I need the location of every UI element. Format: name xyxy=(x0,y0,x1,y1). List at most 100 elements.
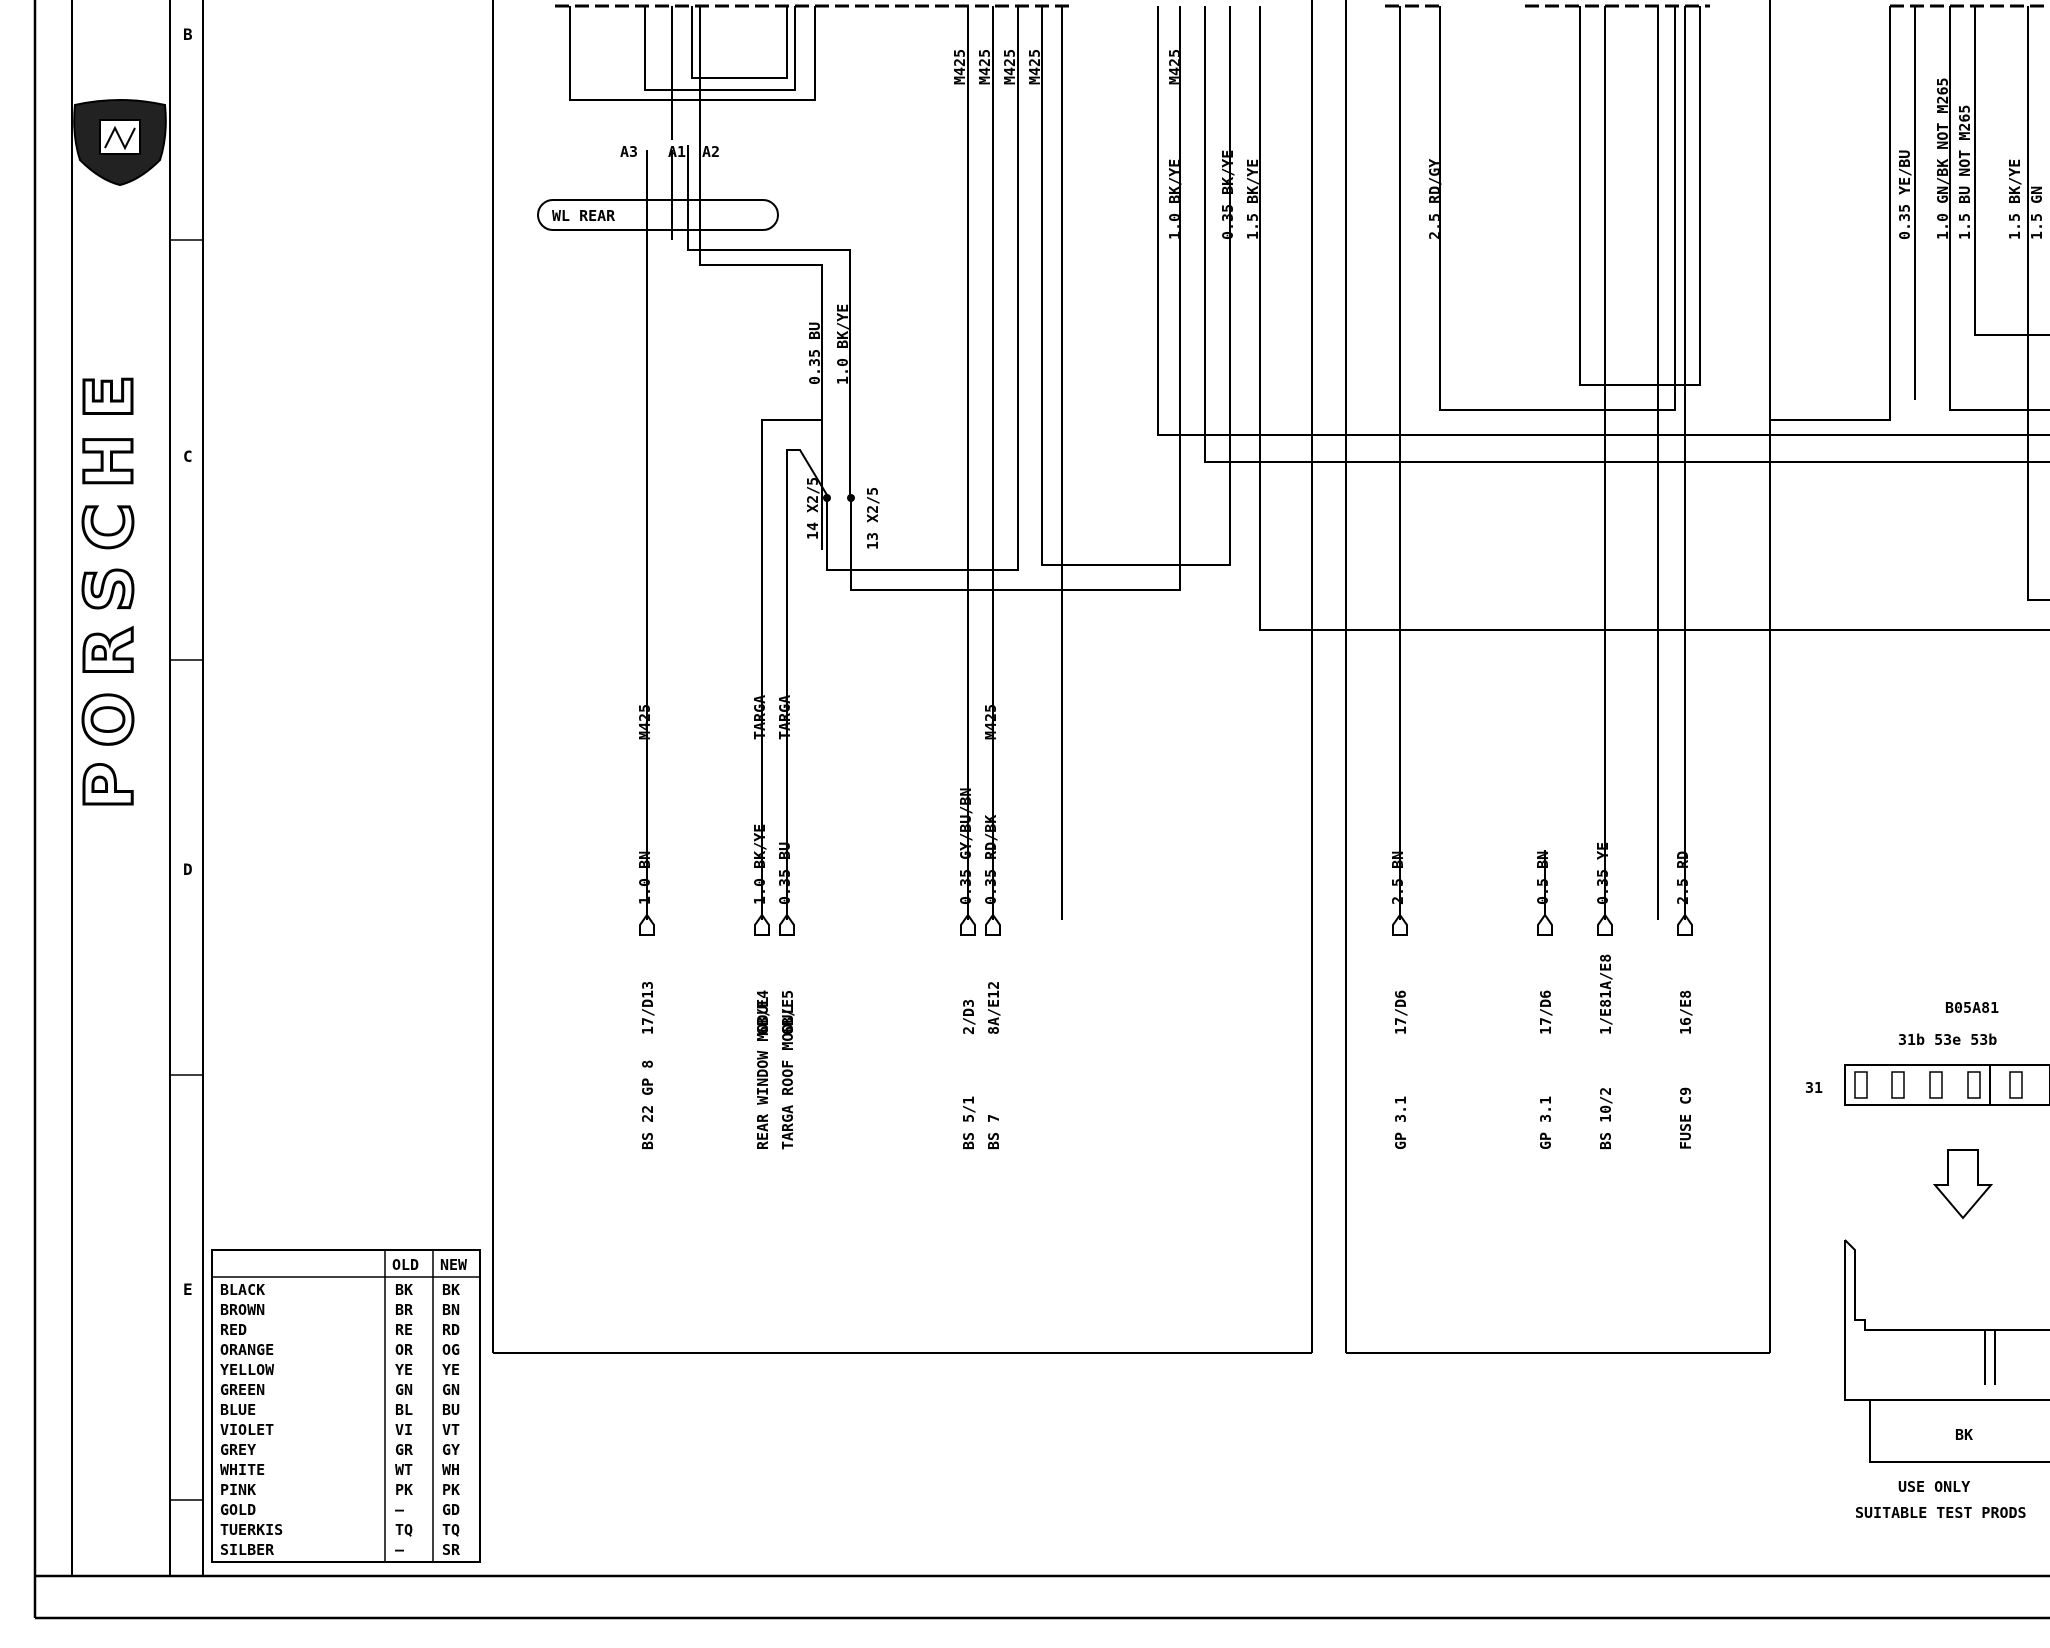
terminal-icon xyxy=(754,913,770,936)
wire-destination: BS 7 xyxy=(985,1114,1003,1150)
color-old: YE xyxy=(395,1361,413,1379)
wire-option: M425 xyxy=(636,704,654,740)
wire-spec: 0.35 GY/BU/BN xyxy=(957,788,975,905)
wire-destination: TARGA ROOF MODUL xyxy=(779,1006,797,1151)
porsche-crest-icon xyxy=(73,99,167,187)
color-new: GN xyxy=(442,1381,460,1399)
wl-rear-label: WL REAR xyxy=(552,207,616,225)
color-name: GREEN xyxy=(220,1381,265,1399)
wire-terminal: 16/E8 xyxy=(1677,990,1695,1035)
color-new: BU xyxy=(442,1401,460,1419)
wire-destination: GP 3.1 xyxy=(1537,1096,1555,1150)
connector-note1: USE ONLY xyxy=(1898,1478,1970,1496)
top-label-1: M425 xyxy=(951,49,969,85)
color-name: RED xyxy=(220,1321,247,1339)
color-old: OR xyxy=(395,1341,414,1359)
arrow-down-icon xyxy=(1932,1149,1994,1220)
vlabel-9: 1.5 BU NOT M265 xyxy=(1956,105,1974,240)
relay-region xyxy=(761,6,2050,920)
color-old: WT xyxy=(395,1461,413,1479)
wire-destination: BS 10/2 xyxy=(1597,1087,1615,1150)
label-a1: A1 xyxy=(668,143,686,161)
harness-left xyxy=(569,6,851,920)
color-new: RD xyxy=(442,1321,460,1339)
color-old: RE xyxy=(395,1321,413,1339)
color-new: BN xyxy=(442,1301,460,1319)
vlabel-1: 0.35 BU xyxy=(806,322,824,385)
wire-destination: FUSE C9 xyxy=(1677,1087,1695,1150)
color-name: YELLOW xyxy=(220,1361,275,1379)
color-new: PK xyxy=(442,1481,460,1499)
terminal-icon xyxy=(1537,913,1553,936)
wire-terminal: 6B/E5 xyxy=(779,990,797,1035)
label-a3: A3 xyxy=(620,143,638,161)
color-new: WH xyxy=(442,1461,460,1479)
connector-color: BK xyxy=(1955,1426,1973,1444)
zone-c: C xyxy=(183,447,193,466)
wire-option: TARGA xyxy=(776,695,794,740)
color-name: BLACK xyxy=(220,1281,265,1299)
color-name: SILBER xyxy=(220,1541,275,1559)
connector-code: B05A81 xyxy=(1945,999,1999,1017)
wire-terminal: 17/D13 xyxy=(639,981,657,1035)
vlabel-3: 1.0 BK/YE xyxy=(1166,159,1184,240)
wire-destination: BS 5/1 xyxy=(960,1096,978,1150)
table-row: WHITE WT WH xyxy=(220,1461,460,1479)
color-new: YE xyxy=(442,1361,460,1379)
relay-label-b: 13 X2/5 xyxy=(864,487,882,550)
wire-spec: 1.0 BN xyxy=(636,851,654,905)
wire-destination: GP 3.1 xyxy=(1392,1096,1410,1150)
color-name: GREY xyxy=(220,1441,256,1459)
zone-d: D xyxy=(183,860,193,879)
table-row: YELLOW YE YE xyxy=(220,1361,460,1379)
terminal-icon xyxy=(960,913,976,936)
terminal-icon xyxy=(985,913,1001,936)
vlabel-6: 2.5 RD/GY xyxy=(1426,159,1444,240)
color-new: BK xyxy=(442,1281,460,1299)
wire-terminal: 8A/E12 xyxy=(985,981,1003,1035)
wire-spec: 2.5 BN xyxy=(1389,851,1407,905)
color-name: WHITE xyxy=(220,1461,265,1479)
terminal-icon xyxy=(1597,913,1613,936)
color-new: GD xyxy=(442,1501,460,1519)
vlabel-10: 1.5 BK/YE xyxy=(2006,159,2024,240)
label-a2: A2 xyxy=(702,143,720,161)
connector-pins: 31b 53e 53b xyxy=(1898,1031,1997,1049)
color-new: OG xyxy=(442,1341,460,1359)
table-row: RED RE RD xyxy=(220,1321,460,1339)
terminal-icon xyxy=(779,913,795,936)
color-old: GR xyxy=(395,1441,414,1459)
wire-spec: 1.0 BK/YE xyxy=(751,824,769,905)
panel-frames xyxy=(492,0,1771,1354)
top-label-3: M425 xyxy=(1001,49,1019,85)
vlabel-2: 1.0 BK/YE xyxy=(834,304,852,385)
color-name: PINK xyxy=(220,1481,256,1499)
terminal-icon xyxy=(1677,913,1693,936)
vlabel-5: 1.5 BK/YE xyxy=(1244,159,1262,240)
terminal-icon xyxy=(1392,913,1408,936)
color-old: — xyxy=(395,1541,405,1559)
wire-spec: 0.5 BN xyxy=(1534,851,1552,905)
relay-label-a: 14 X2/5 xyxy=(804,477,822,540)
table-header-new: NEW xyxy=(440,1256,468,1274)
connector-pin31: 31 xyxy=(1805,1079,1823,1097)
color-new: GY xyxy=(442,1441,460,1459)
color-new: SR xyxy=(442,1541,461,1559)
table-header-old: OLD xyxy=(392,1256,419,1274)
color-old: VI xyxy=(395,1421,413,1439)
zone-e: E xyxy=(183,1280,193,1299)
table-row: GOLD—GD xyxy=(220,1501,460,1519)
wire-spec: 0.35 BU xyxy=(776,842,794,905)
wire-terminal: 6B/E4 xyxy=(754,990,772,1035)
color-name: BLUE xyxy=(220,1401,256,1419)
wire-destination: REAR WINDOW MODUL xyxy=(754,996,772,1150)
